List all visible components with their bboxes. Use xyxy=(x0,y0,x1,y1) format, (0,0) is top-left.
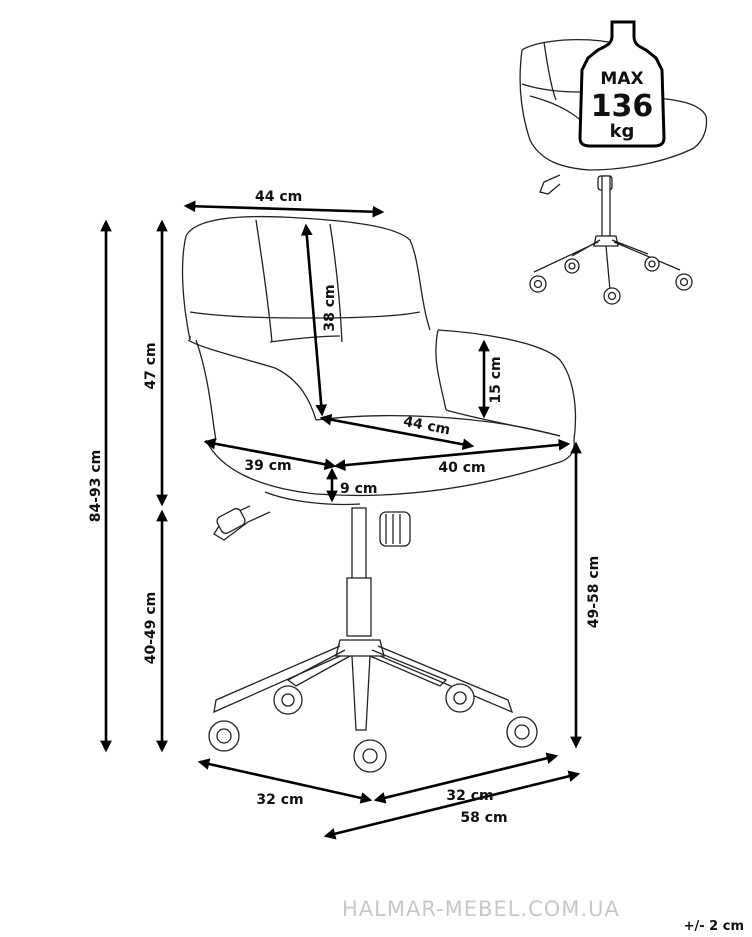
label-base-left: 32 cm xyxy=(256,792,303,808)
weight-value-text: 136 xyxy=(591,89,654,124)
label-base-total: 58 cm xyxy=(460,810,507,826)
label-seat-width: 40 cm xyxy=(438,460,485,476)
label-base-right: 32 cm xyxy=(446,788,493,804)
label-back-height: 38 cm xyxy=(322,284,338,331)
label-armrest-height: 15 cm xyxy=(488,356,504,403)
label-seat-height: 40-49 cm xyxy=(143,592,159,665)
caster-wheels xyxy=(208,683,538,773)
weight-unit-text: kg xyxy=(610,121,635,142)
main-chair-drawing xyxy=(181,215,577,773)
tolerance-note: +/- 2 cm xyxy=(684,919,744,934)
label-total-height: 84-93 cm xyxy=(88,450,104,523)
label-seat-thickness: 9 cm xyxy=(340,481,378,497)
dimension-arrows xyxy=(100,200,582,840)
weight-icon: MAX 136 kg xyxy=(578,20,666,148)
weight-max-text: MAX xyxy=(600,69,643,89)
label-top-width: 44 cm xyxy=(255,189,302,205)
label-arm-height: 49-58 cm xyxy=(586,556,602,629)
label-back-total: 47 cm xyxy=(143,342,159,389)
label-arm-left: 39 cm xyxy=(244,458,291,474)
watermark-text: HALMAR-MEBEL.COM.UA xyxy=(342,897,620,921)
